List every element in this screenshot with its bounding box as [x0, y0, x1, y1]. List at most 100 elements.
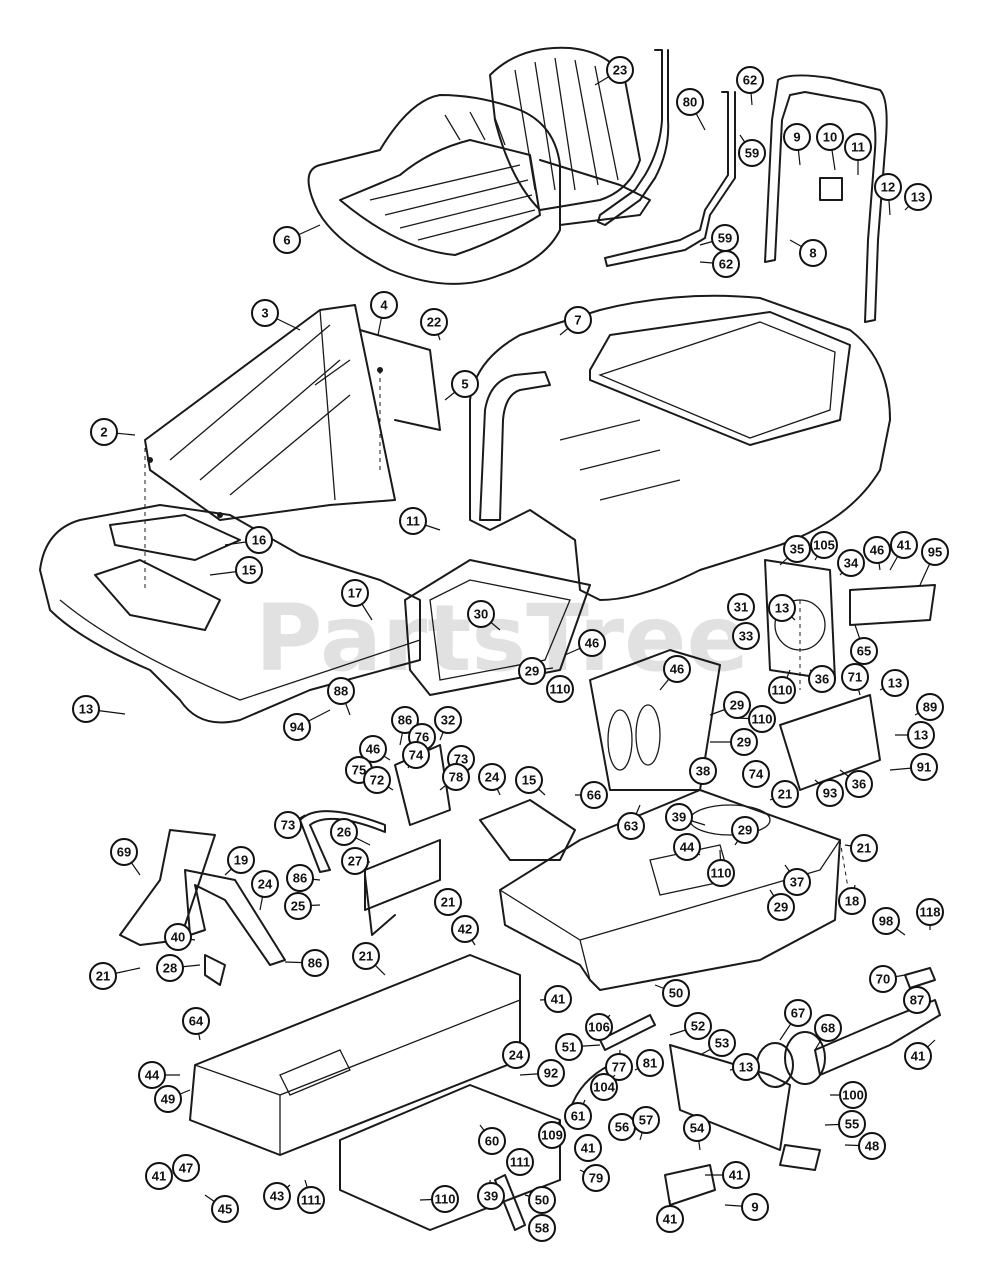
- callout-circle: [341, 847, 369, 875]
- callout-number: 73: [454, 752, 468, 767]
- callout-number: 74: [409, 748, 424, 763]
- callout-circle: [564, 306, 592, 334]
- callout-circle: [251, 870, 279, 898]
- callout-32: 32: [434, 706, 462, 734]
- callout-number: 29: [737, 735, 751, 750]
- callout-number: 50: [669, 986, 683, 1001]
- callout-number: 69: [117, 845, 131, 860]
- callout-3: 3: [251, 299, 279, 327]
- callout-number: 92: [544, 1066, 558, 1081]
- callout-number: 16: [252, 533, 266, 548]
- callout-74: 74: [402, 741, 430, 769]
- callout-circle: [145, 1162, 173, 1190]
- callout-21: 21: [352, 942, 380, 970]
- callout-circle: [301, 949, 329, 977]
- callout-46: 46: [663, 655, 691, 683]
- callout-number: 54: [690, 1121, 705, 1136]
- callout-number: 46: [585, 636, 599, 651]
- callout-number: 24: [509, 1048, 524, 1063]
- callout-number: 17: [348, 586, 362, 601]
- callout-circle: [515, 766, 543, 794]
- callout-42: 42: [451, 915, 479, 943]
- fender-drawing: [39, 504, 421, 724]
- callout-number: 46: [870, 543, 884, 558]
- callout-92: 92: [537, 1059, 565, 1087]
- callout-number: 10: [823, 130, 837, 145]
- callout-24: 24: [251, 870, 279, 898]
- callout-circle: [736, 66, 764, 94]
- callout-number: 29: [738, 823, 752, 838]
- callout-circle: [477, 1182, 505, 1210]
- callout-circle: [731, 816, 759, 844]
- callout-60: 60: [478, 1127, 506, 1155]
- callout-106: 106: [585, 1013, 613, 1041]
- callout-number: 94: [290, 720, 305, 735]
- callout-81: 81: [636, 1049, 664, 1077]
- callout-circle: [636, 1049, 664, 1077]
- callout-circle: [359, 735, 387, 763]
- callout-circle: [420, 308, 448, 336]
- callout-21: 21: [89, 962, 117, 990]
- callout-circle: [235, 556, 263, 584]
- callout-circle: [767, 893, 795, 921]
- callout-circle: [838, 1110, 866, 1138]
- callout-circle: [286, 864, 314, 892]
- callout-56: 56: [608, 1113, 636, 1141]
- callout-number: 30: [474, 607, 488, 622]
- callout-number: 61: [571, 1109, 585, 1124]
- callout-36: 36: [808, 665, 836, 693]
- callout-29: 29: [730, 728, 758, 756]
- callout-circle: [662, 979, 690, 1007]
- callout-number: 13: [911, 190, 925, 205]
- callout-circle: [89, 962, 117, 990]
- callout-circle: [284, 892, 312, 920]
- callout-49: 49: [154, 1085, 182, 1113]
- callout-circle: [297, 1186, 325, 1214]
- callout-38: 38: [689, 757, 717, 785]
- callout-circle: [434, 706, 462, 734]
- callout-circle: [154, 1085, 182, 1113]
- callout-circle: [858, 1132, 886, 1160]
- callout-number: 31: [734, 600, 748, 615]
- callout-circle: [722, 1161, 750, 1189]
- callout-number: 42: [458, 922, 472, 937]
- callout-number: 73: [281, 818, 295, 833]
- callout-number: 41: [911, 1049, 925, 1064]
- callout-23: 23: [606, 56, 634, 84]
- callout-41: 41: [145, 1162, 173, 1190]
- callout-circle: [676, 88, 704, 116]
- callout-93: 93: [816, 779, 844, 807]
- callout-number: 52: [691, 1019, 705, 1034]
- callout-number: 111: [510, 1155, 530, 1170]
- callout-circle: [617, 812, 645, 840]
- callout-94: 94: [283, 713, 311, 741]
- callout-number: 89: [923, 700, 937, 715]
- callout-circle: [399, 507, 427, 535]
- callout-91: 91: [910, 753, 938, 781]
- callout-number: 28: [163, 961, 177, 976]
- callout-number: 46: [670, 662, 684, 677]
- callout-13: 13: [907, 721, 935, 749]
- callout-15: 15: [235, 556, 263, 584]
- callout-circle: [211, 1195, 239, 1223]
- callout-2: 2: [90, 418, 118, 446]
- callout-circle: [90, 418, 118, 446]
- callout-41: 41: [544, 985, 572, 1013]
- callout-circle: [502, 1041, 530, 1069]
- callout-circle: [632, 1106, 660, 1134]
- callout-27: 27: [341, 847, 369, 875]
- callout-63: 63: [617, 812, 645, 840]
- callout-circle: [245, 526, 273, 554]
- callout-circle: [434, 888, 462, 916]
- callout-26: 26: [330, 818, 358, 846]
- callout-number: 46: [366, 742, 380, 757]
- callout-86: 86: [391, 706, 419, 734]
- callout-number: 66: [587, 788, 601, 803]
- callout-circle: [590, 1073, 618, 1101]
- callout-110: 110: [707, 859, 735, 887]
- callout-12: 12: [874, 173, 902, 201]
- callout-86: 86: [301, 949, 329, 977]
- callout-circle: [582, 1164, 610, 1192]
- callout-62: 62: [712, 250, 740, 278]
